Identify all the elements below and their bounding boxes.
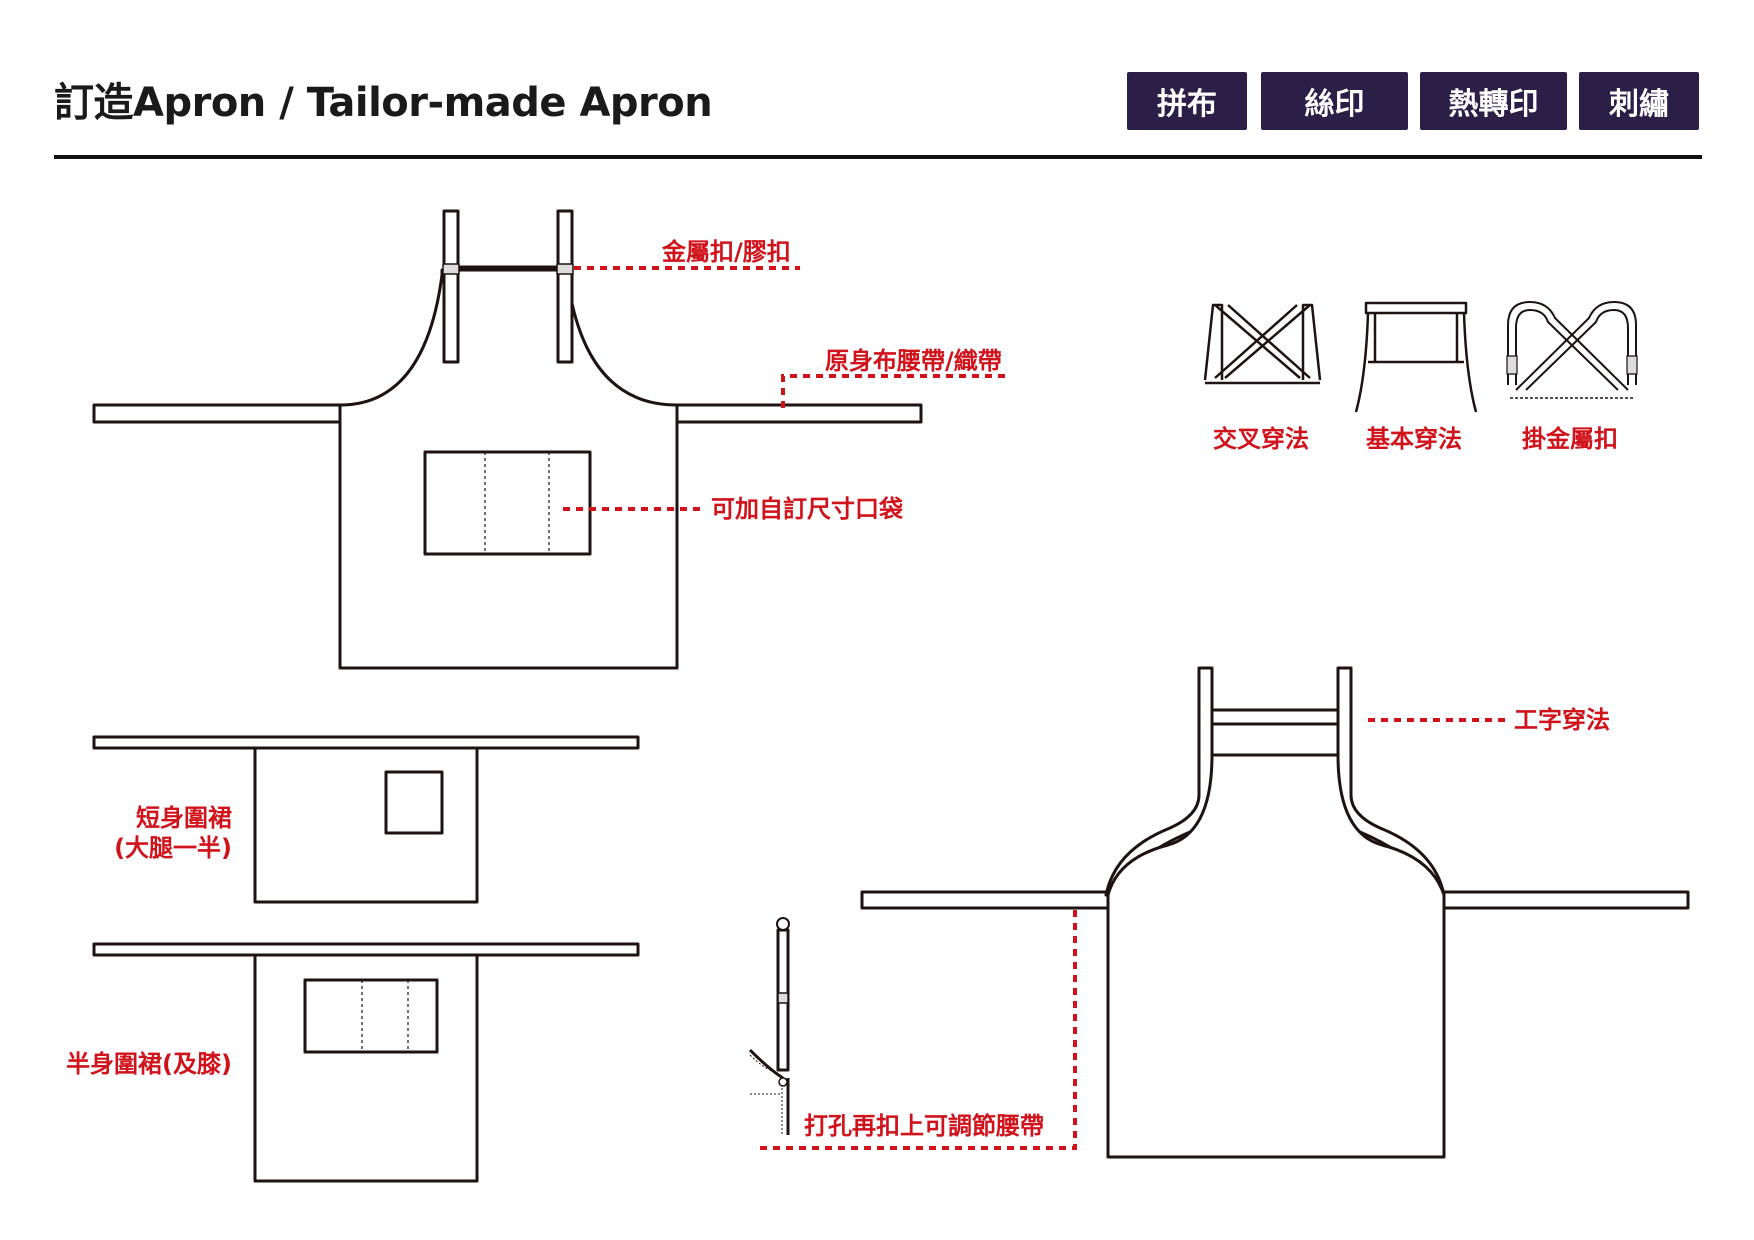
basic-wear-icon (1354, 301, 1478, 413)
tab-patchwork[interactable]: 拼布 (1127, 72, 1247, 130)
label-adjustable: 打孔再扣上可調節腰帶 (804, 1112, 1044, 1140)
label-short-apron-note: (大腿一半) (114, 834, 232, 862)
tab-bar: 拼布 絲印 熱轉印 刺繡 (0, 72, 1754, 130)
label-short-apron: 短身圍裙 (136, 804, 232, 832)
tab-embroidery[interactable]: 刺繡 (1579, 72, 1699, 130)
full-apron-drawing (92, 209, 923, 670)
adjustable-strap-drawing (748, 917, 790, 1135)
tab-heat-transfer[interactable]: 熱轉印 (1420, 72, 1567, 130)
half-apron-drawing (92, 942, 640, 1183)
pocket-outline (423, 450, 592, 556)
cross-wear-icon (1203, 303, 1322, 385)
h-style-apron-drawing (860, 666, 1690, 1159)
label-waist-strap: 原身布腰帶/織帶 (825, 347, 1002, 375)
label-h-style: 工字穿法 (1514, 706, 1610, 734)
tab-screen-print[interactable]: 絲印 (1261, 72, 1408, 130)
short-apron-drawing (92, 735, 640, 904)
label-metal-hook: 掛金屬扣 (1522, 425, 1618, 453)
label-half-apron: 半身圍裙(及膝) (66, 1050, 232, 1078)
label-metal-buckle: 金屬扣/膠扣 (661, 238, 791, 266)
header-divider (54, 155, 1702, 159)
label-basic-wear: 基本穿法 (1366, 425, 1462, 453)
metal-hook-icon (1506, 301, 1638, 399)
leader-lines (563, 266, 1510, 1150)
page-title: 訂造Apron / Tailor-made Apron (54, 80, 713, 126)
label-pocket: 可加自訂尺寸口袋 (711, 495, 904, 523)
label-cross-wear: 交叉穿法 (1213, 425, 1309, 453)
